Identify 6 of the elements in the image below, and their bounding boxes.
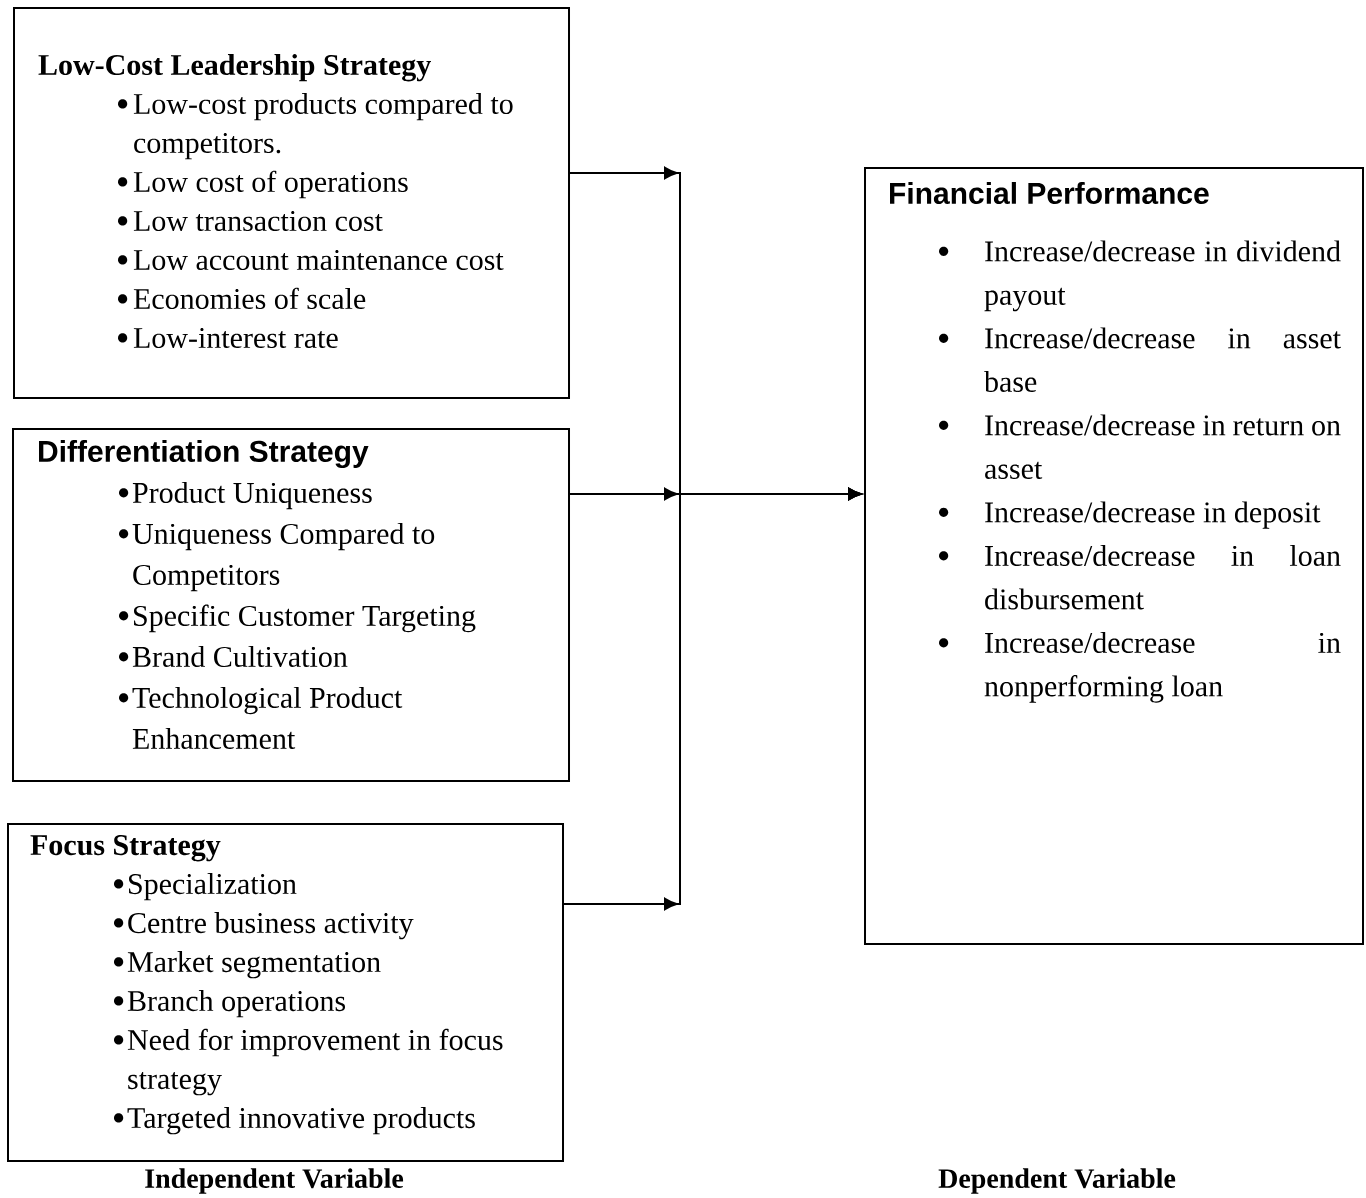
- strategy-box: Low-Cost Leadership Strategy Low-cost products compared to competitors. Low cost of operations Low transaction cost Low account maintenance cost Economies of scale Low-interest rate: [13, 7, 570, 399]
- strategy-box: Focus Strategy Specialization Centre business activity Market segmentation Branch operations Need for improvement in focus strategy Targeted innovative products: [7, 823, 564, 1162]
- strategy-box: Financial Performance Increase/decrease in dividend payout Increase/decrease in asset base Increase/decrease in return on asset Increase/decrease in deposit Increase/decrease in loan disbursement Increase/decrease in nonperforming loan: [864, 167, 1364, 945]
- axis-caption: Dependent Variable: [938, 1168, 1176, 1194]
- arrow: [563, 487, 862, 911]
- strategy-box: Differentiation Strategy Product Uniqueness Uniqueness Compared to Competitors Specific Customer Targeting Brand Cultivation Technological Product Enhancement: [12, 428, 570, 782]
